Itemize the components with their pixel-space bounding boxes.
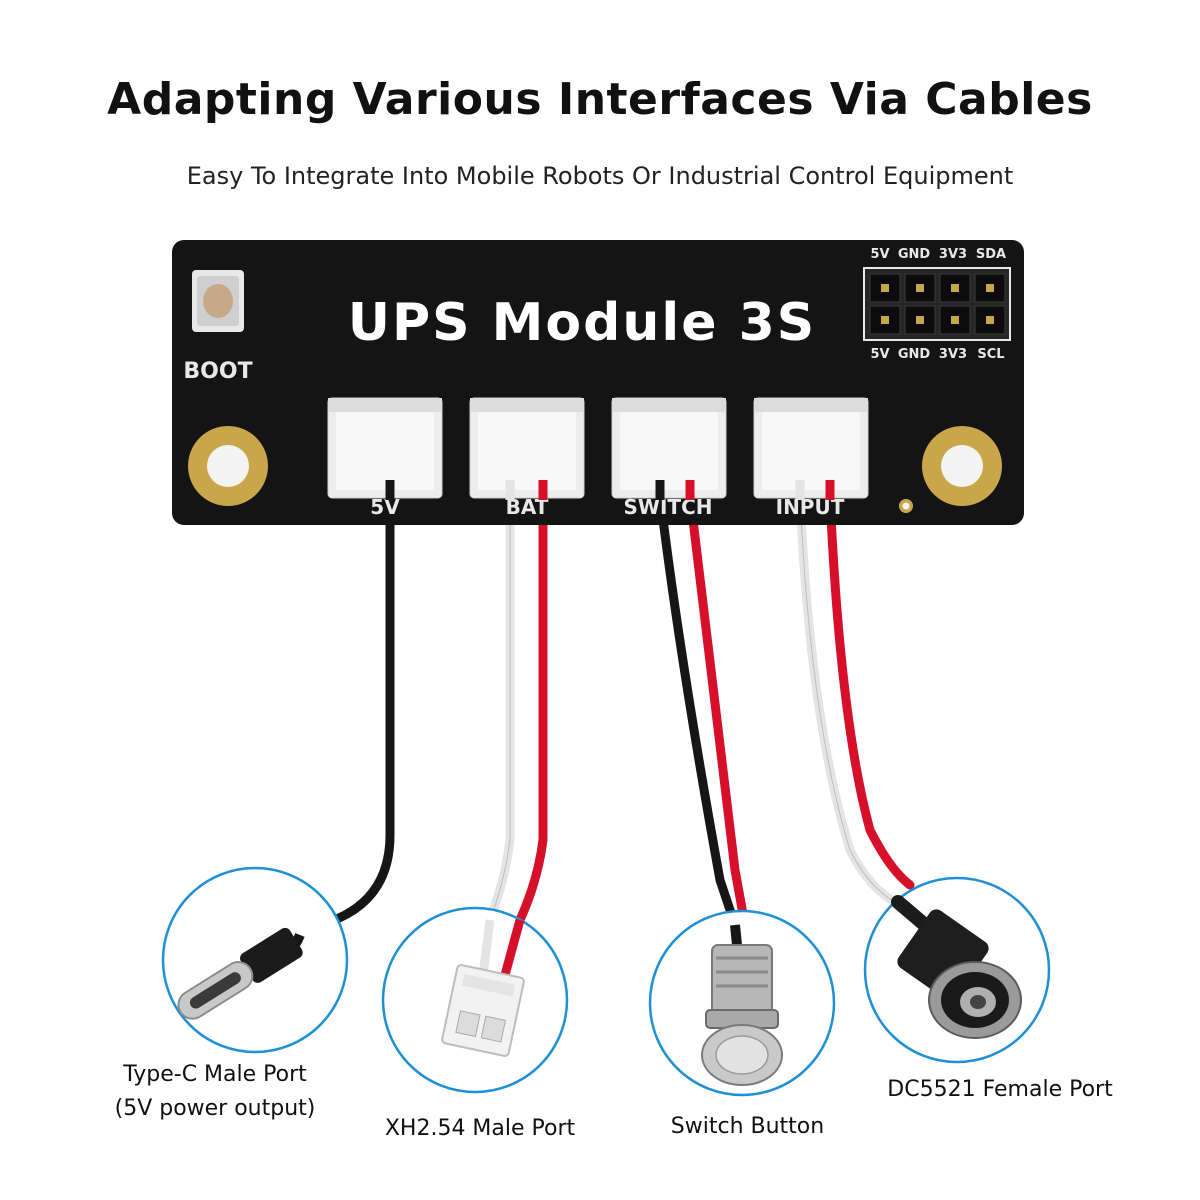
connector-bat	[469, 397, 585, 499]
header-top-pin-0: 5V	[870, 247, 889, 262]
connector-input	[753, 397, 869, 499]
connector-label-5v: 5V	[370, 495, 400, 519]
wire-switch-red	[685, 490, 750, 930]
cables	[295, 490, 915, 940]
header-top-pin-2: 3V3	[939, 247, 967, 262]
wire-bat-white	[485, 490, 515, 925]
xh254-port-illustration	[381, 906, 569, 1094]
header-bottom-pin-0: 5V	[870, 347, 889, 362]
header-bottom-pin-1: GND	[898, 347, 931, 362]
page-subtitle: Easy To Integrate Into Mobile Robots Or …	[186, 162, 1014, 190]
wire-5v-black	[295, 490, 395, 940]
wire-input-red	[825, 490, 915, 890]
connector-switch	[611, 397, 727, 499]
dc5521-port-illustration	[863, 876, 1051, 1064]
typec-port-label: Type-C Male Port	[123, 1062, 307, 1087]
wire-input-white-edge	[799, 494, 901, 906]
usb-c-plug-icon	[177, 927, 303, 1020]
connector-label-switch: SWITCH	[624, 495, 713, 519]
xh254-port-label: XH2.54 Male Port	[384, 1116, 576, 1141]
dc-jack-icon	[891, 895, 1022, 1039]
pin-header: 5V GND 3V3 SDA 5V GND 3V3 SCL	[863, 247, 1011, 362]
boot-label: BOOT	[183, 359, 252, 384]
dc5521-port-label: DC5521 Female Port	[887, 1077, 1113, 1102]
switch-button-label: Switch Button	[670, 1114, 825, 1139]
board-name: UPS Module 3S	[348, 293, 816, 353]
header-bottom-pin-3: SCL	[977, 347, 1004, 362]
page-title: Adapting Various Interfaces Via Cables	[107, 74, 1093, 125]
xh-plug-icon	[441, 964, 525, 1057]
ups-board: BOOT UPS Module 3S 5V GND 3V3 SDA 5V	[172, 240, 1024, 525]
push-switch-icon	[701, 944, 783, 1086]
header-bottom-pin-2: 3V3	[939, 347, 967, 362]
boot-button: BOOT	[183, 270, 253, 384]
typec-port-sublabel: (5V power output)	[114, 1096, 316, 1121]
header-top-pin-1: GND	[898, 247, 931, 262]
wire-bat-red	[515, 490, 548, 925]
header-top-pin-3: SDA	[976, 247, 1006, 262]
wire-switch-black	[655, 490, 740, 930]
connector-5v	[327, 397, 443, 499]
typec-port-caption: Type-C Male Port (5V power output)	[70, 1058, 360, 1126]
typec-port-illustration	[161, 866, 349, 1054]
switch-button-illustration	[648, 909, 836, 1097]
